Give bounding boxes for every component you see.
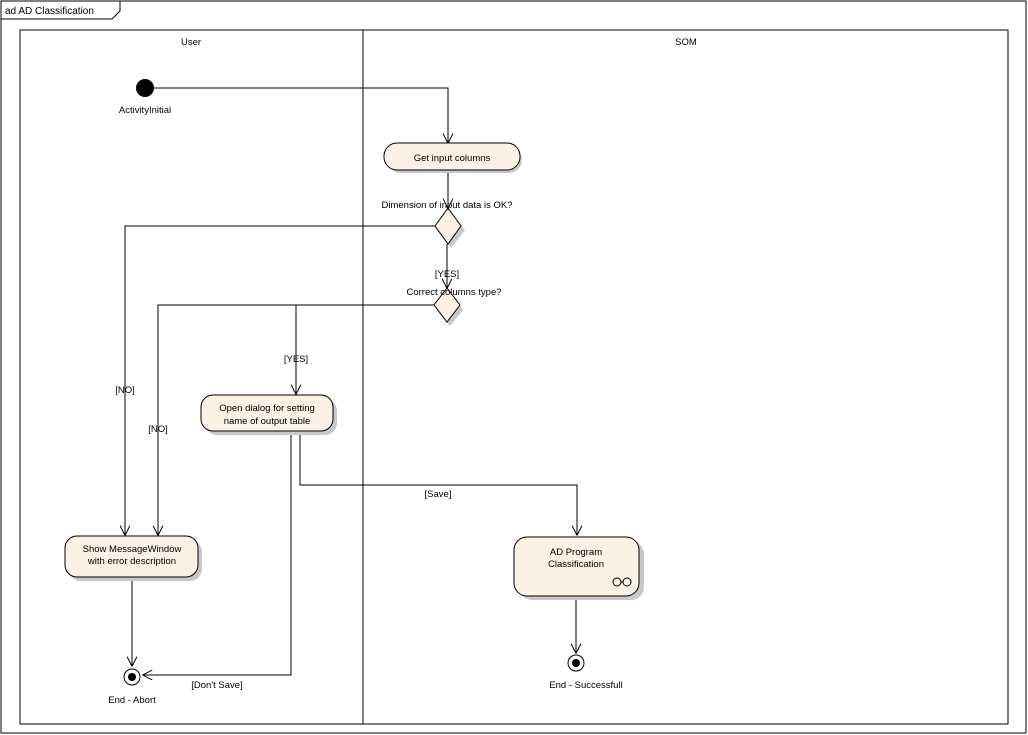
initial-node [136,79,154,97]
edge-label-dont-save: [Don't Save] [191,680,242,691]
edge-initial-to-get-input [154,87,448,143]
edge-save [299,431,577,535]
lane-title-user: User [181,37,201,48]
swimlane-container [19,29,1009,725]
edge-label-yes-columns: [YES] [284,354,308,365]
final-node-success-dot [572,659,580,667]
edge-label-yes-dimension: [YES] [435,269,459,280]
decision-columns-type-label: Correct columns type? [406,287,501,298]
final-node-success-label: End - Successfull [549,680,622,691]
action-ad-program-label-line1: AD Program [550,547,602,558]
final-node-abort-label: End - Abort [108,695,156,706]
action-show-message [64,535,199,578]
frame-title: ad AD Classification [5,6,94,17]
edge-columns-no [158,304,434,535]
edge-label-no-dimension: [NO] [115,385,135,396]
decision-dimension [434,207,462,245]
subactivity-rake-icon [612,577,632,587]
action-open-dialog-label-line1: Open dialog for setting [219,403,315,414]
edge-dont-save [143,431,292,675]
edge-dimension-no [125,225,435,535]
action-get-input-columns [383,142,521,171]
action-get-input-columns-label: Get input columns [414,153,491,164]
lane-title-som: SOM [675,37,697,48]
decision-columns-type [433,287,461,323]
action-ad-program-label-line2: Classification [548,559,604,570]
final-node-abort-dot [128,673,136,681]
frame-title-tab [1,1,121,20]
action-open-dialog-label-line2: name of output table [224,416,311,427]
edge-label-no-columns: [NO] [148,424,168,435]
edge-label-save: [Save] [425,489,452,500]
initial-node-label: ActivityInitial [119,105,171,116]
action-show-message-label-line1: Show MessageWindow [83,544,182,555]
action-show-message-label-line2: with error description [87,556,176,567]
action-ad-program [513,536,640,597]
decision-dimension-label: Dimension of input data is OK? [382,200,513,211]
action-open-dialog [200,394,334,432]
